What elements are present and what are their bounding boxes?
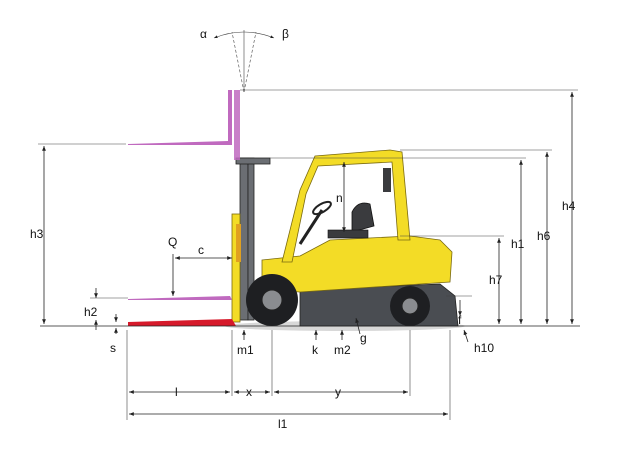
fork-raised-low [128, 296, 232, 300]
label-g: g [360, 331, 367, 345]
front-wheel-hub [261, 289, 283, 311]
label-h1: h1 [511, 237, 525, 251]
label-q: Q [168, 235, 177, 249]
label-f: f [458, 313, 462, 327]
mast-top-bar [235, 157, 271, 165]
label-h7: h7 [489, 273, 503, 287]
label-k: k [312, 343, 319, 357]
steering-column [298, 209, 324, 245]
fork-shank-raised [228, 90, 232, 145]
fork-raised-high [128, 141, 230, 145]
label-s: s [110, 341, 116, 355]
label-y: y [335, 385, 341, 399]
tilt-angles: α β [200, 27, 289, 93]
label-m1: m1 [237, 343, 254, 357]
label-h4: h4 [562, 199, 576, 213]
fork-carriage [231, 213, 241, 323]
label-h10: h10 [474, 341, 494, 355]
label-x: x [246, 385, 252, 399]
label-c: c [198, 243, 204, 257]
label-alpha: α [200, 27, 207, 41]
rear-light [383, 168, 391, 192]
label-h3: h3 [30, 227, 44, 241]
label-l1: l1 [278, 417, 288, 431]
overhead-guard [281, 149, 411, 263]
mast-extended [234, 90, 240, 160]
seat-base [327, 229, 369, 239]
fork-lowered [128, 319, 236, 326]
label-h2: h2 [84, 305, 98, 319]
label-beta: β [282, 27, 289, 41]
forklift-illustration [128, 90, 465, 331]
label-m2: m2 [334, 343, 351, 357]
label-h6: h6 [537, 229, 551, 243]
steering-wheel [312, 200, 332, 216]
label-l: l [175, 385, 178, 399]
carriage-guard [236, 224, 241, 262]
label-n: n [336, 191, 343, 205]
rear-wheel-hub [401, 297, 419, 315]
seat [351, 202, 375, 233]
